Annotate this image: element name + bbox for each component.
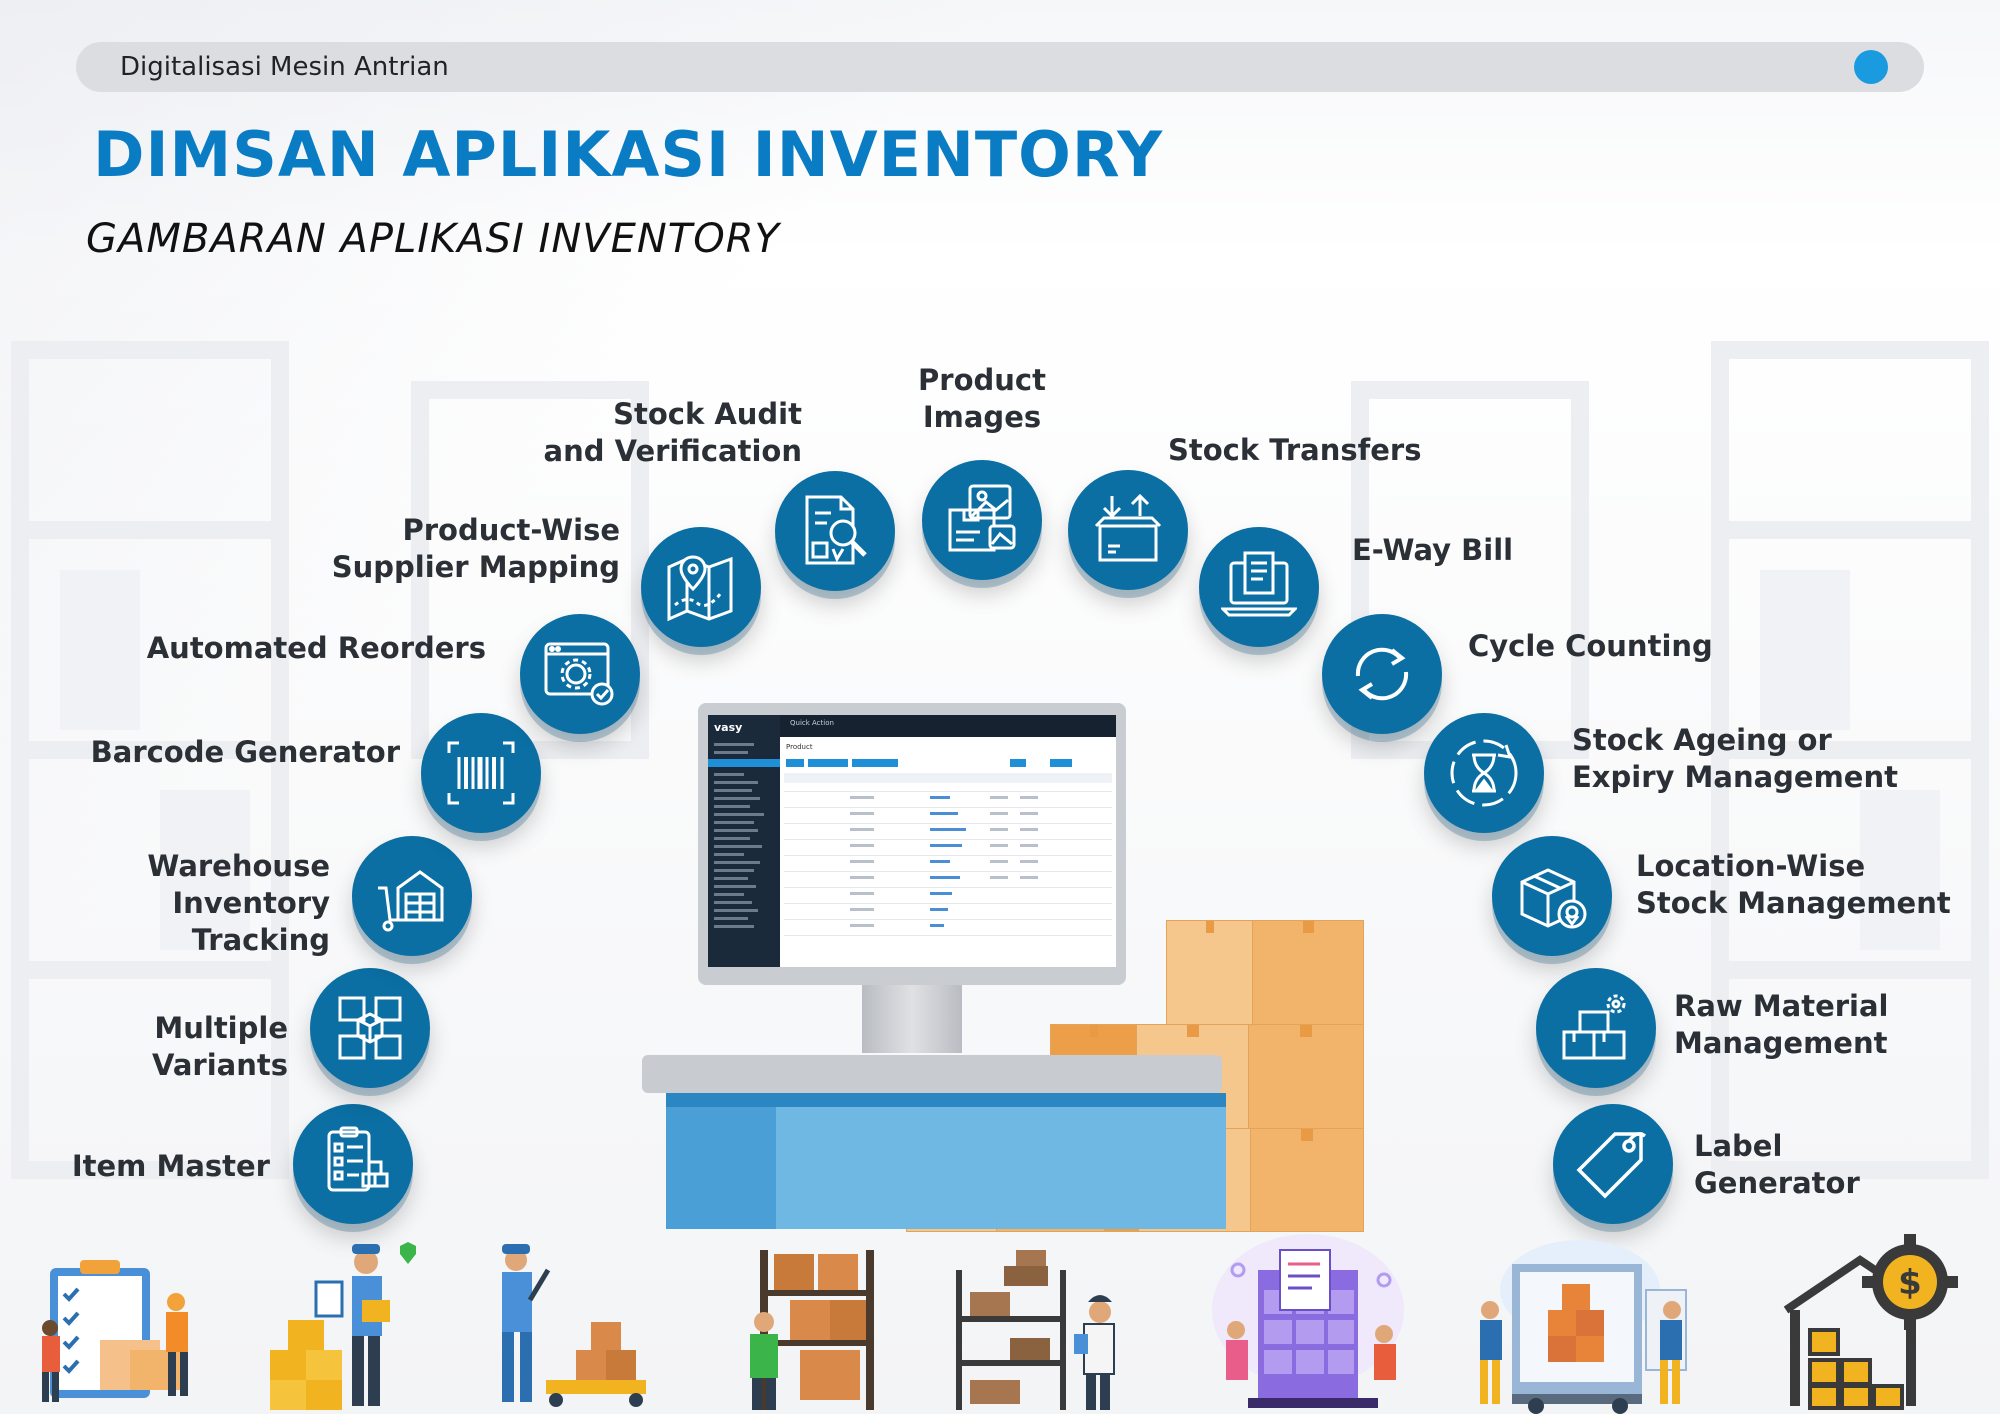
raw-material-circle — [1536, 968, 1656, 1088]
counter-stripe — [666, 1093, 1226, 1107]
feature-label: Label Generator — [1694, 1129, 1860, 1200]
page-subtitle: GAMBARAN APLIKASI INVENTORY — [86, 216, 780, 262]
product-table-icon — [784, 759, 1112, 936]
cycle-counting-circle — [1322, 614, 1442, 734]
box-icon — [1248, 1024, 1364, 1130]
tag-icon — [1576, 1132, 1647, 1199]
sidebar-menu-icon — [708, 743, 780, 928]
laptop-bill-icon — [1221, 551, 1297, 617]
counter-top — [642, 1055, 1222, 1093]
monitor-stand — [862, 985, 962, 1053]
pallet-jack-worker-icon — [502, 1244, 646, 1407]
app-topbar: Quick Action — [780, 715, 1116, 737]
feature-label: Barcode Generator — [90, 735, 400, 769]
box-icon — [1166, 920, 1254, 1026]
monitor: vasy — [698, 703, 1126, 985]
feature-label: Stock Transfers — [1168, 433, 1422, 467]
e-way-bill-circle — [1199, 527, 1319, 647]
feature-label: Cycle Counting — [1468, 629, 1713, 663]
hourglass-icon — [1450, 739, 1518, 807]
boxes-grid-icon — [338, 996, 402, 1060]
automated-reorders-circle — [520, 614, 640, 734]
location-wise-circle — [1492, 836, 1612, 956]
feature-label: Product-Wise Supplier Mapping — [331, 513, 620, 584]
app-sidebar: vasy — [708, 715, 780, 967]
label-generator-circle — [1553, 1104, 1673, 1224]
feature-label: Stock Ageing or Expiry Management — [1572, 723, 1898, 794]
box-location-icon — [1520, 868, 1587, 929]
item-master-circle — [293, 1104, 413, 1224]
image-box-icon — [948, 484, 1016, 552]
supplier-mapping-circle — [641, 527, 761, 647]
app-topbar-label: Quick Action — [790, 719, 834, 727]
svg-text:$: $ — [1898, 1263, 1922, 1303]
feature-label: Item Master — [71, 1149, 270, 1183]
counter-panel — [776, 1107, 1226, 1229]
stock-audit-circle — [775, 471, 895, 591]
feature-label: Automated Reorders — [146, 631, 486, 665]
cycle-arrows-icon — [1355, 647, 1409, 701]
stock-ageing-circle — [1424, 713, 1544, 833]
product-images-circle — [922, 460, 1042, 580]
barcode-scan-icon — [447, 741, 515, 805]
app-screen: vasy — [708, 715, 1116, 967]
barcode-generator-circle — [421, 713, 541, 833]
box-arrows-icon — [1094, 493, 1162, 562]
locker-checklist-icon — [1212, 1234, 1404, 1408]
feature-label: Raw Material Management — [1674, 989, 1889, 1060]
feature-label: Location-Wise Stock Management — [1636, 849, 1951, 920]
feature-label: E-Way Bill — [1352, 533, 1514, 567]
multiple-variants-circle — [310, 968, 430, 1088]
browser-gear-icon — [544, 642, 614, 706]
feature-label: Multiple Variants — [151, 1011, 288, 1082]
warehouse-tracking-circle — [352, 836, 472, 956]
feature-label: Product Images — [918, 363, 1046, 434]
feature-label: Warehouse Inventory Tracking — [147, 849, 330, 957]
app-logo: vasy — [714, 721, 743, 734]
box-icon — [1252, 920, 1364, 1026]
boxes-gear-icon — [1562, 994, 1626, 1060]
worker-boxes-icon — [270, 1242, 416, 1410]
shelf-checklist-icon — [956, 1250, 1115, 1410]
clipboard-workers-icon — [42, 1260, 188, 1402]
stock-transfers-circle — [1068, 470, 1188, 590]
warehouse-dollar-gear-icon: $ — [1783, 1234, 1958, 1410]
app-page-title: Product — [786, 743, 813, 751]
box-icon — [1250, 1128, 1364, 1232]
map-pin-icon — [667, 555, 733, 622]
feature-label: Stock Audit and Verification — [543, 397, 802, 468]
dot-indicator — [1854, 50, 1888, 84]
top-bar: Digitalisasi Mesin Antrian — [76, 42, 1924, 92]
warehouse-trolley-icon — [378, 870, 444, 932]
shelf-worker-icon — [750, 1250, 874, 1410]
top-bar-label: Digitalisasi Mesin Antrian — [120, 52, 449, 82]
page-title: DIMSAN APLIKASI INVENTORY — [93, 118, 1164, 191]
truck-workers-icon — [1480, 1240, 1687, 1414]
clipboard-list-icon — [327, 1126, 389, 1192]
document-search-icon — [805, 495, 867, 565]
